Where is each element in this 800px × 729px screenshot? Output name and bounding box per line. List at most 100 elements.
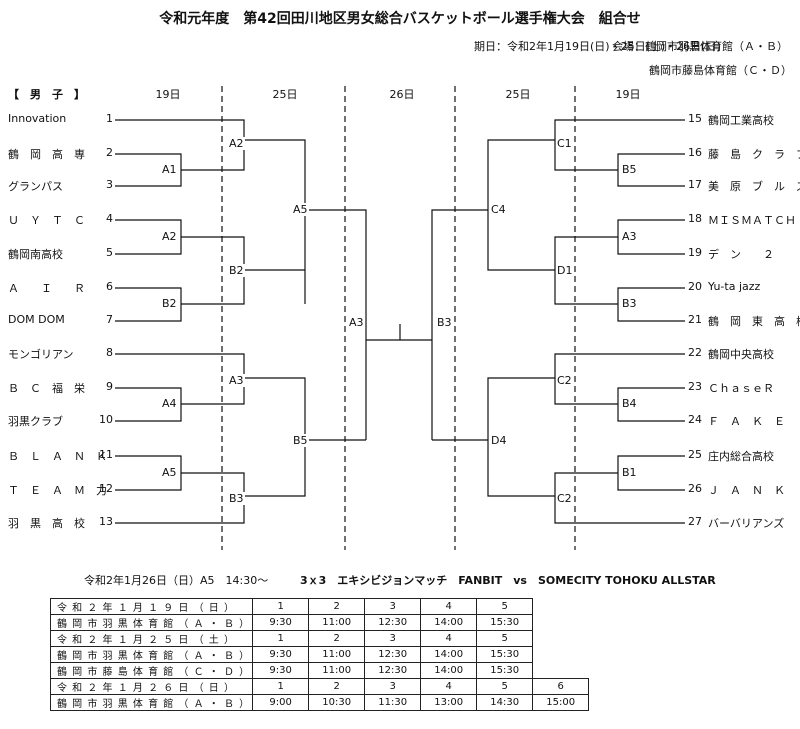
slot-time: 15:00 — [532, 694, 590, 711]
team-name: 美 原 ブ ル ズ — [708, 180, 800, 193]
team-number: 12 — [99, 482, 113, 495]
match-label: B2 — [228, 264, 245, 277]
match-label: B5 — [621, 163, 638, 176]
team-number: 11 — [99, 448, 113, 461]
team-number: 21 — [688, 313, 702, 326]
team-name: 鶴岡南高校 — [8, 248, 63, 261]
team-number: 4 — [106, 212, 113, 225]
day-header: 26日 — [389, 88, 415, 101]
slot-number: 5 — [476, 678, 534, 695]
team-name: モンゴリアン — [8, 348, 74, 361]
team-name: ＭＩＳＭＡＴＣＨ — [708, 214, 796, 227]
team-number: 13 — [99, 515, 113, 528]
team-number: 10 — [99, 413, 113, 426]
slot-number: 2 — [308, 678, 366, 695]
slot-number: 1 — [252, 598, 310, 615]
slot-number: 6 — [532, 678, 590, 695]
team-name: Innovation — [8, 112, 67, 125]
slot-time: 11:30 — [364, 694, 422, 711]
slot-number: 5 — [476, 630, 534, 647]
exhibition-date: 令和2年1月26日（日）A5 14:30〜 — [84, 574, 269, 587]
match-label: A2 — [228, 137, 245, 150]
section-heading: 【 男 子 】 — [8, 88, 85, 101]
team-number: 20 — [688, 280, 702, 293]
team-name: Ｆ Ａ Ｋ Ｅ — [708, 415, 785, 428]
exhibition-title: 3ｘ3 エキシビジョンマッチ FANBIT vs SOMECITY TOHOKU… — [300, 574, 716, 587]
team-number: 16 — [688, 146, 702, 159]
match-label: D4 — [490, 434, 508, 447]
day-header: 19日 — [615, 88, 641, 101]
slot-number: 5 — [476, 598, 534, 615]
team-name: Ｔ Ｅ Ａ Ｍ 力 — [8, 484, 107, 497]
team-name: Ｂ Ｃ 福 栄 — [8, 382, 85, 395]
venue-primary: 会場：鶴岡市羽黒体育館（Ａ・Ｂ） — [612, 40, 788, 53]
schedule-row-label: 鶴 岡 市 羽 黒 体 育 館 （ Ａ ・ Ｂ ） — [49, 694, 254, 711]
page-title: 令和元年度 第42回田川地区男女総合バスケットボール選手権大会 組合せ — [159, 11, 641, 27]
match-label: A4 — [161, 397, 178, 410]
team-name: Yu-ta jazz — [708, 280, 761, 293]
slot-time: 9:00 — [252, 694, 310, 711]
slot-time: 10:30 — [308, 694, 366, 711]
match-label: C4 — [490, 203, 507, 216]
day-header: 19日 — [155, 88, 181, 101]
team-name: Ｕ Ｙ Ｔ Ｃ — [8, 214, 85, 227]
team-name: ＣｈａｓｅＲ — [708, 382, 774, 395]
match-label: A3 — [348, 316, 365, 329]
slot-time: 15:30 — [476, 614, 534, 631]
team-name: 鶴岡中央高校 — [708, 348, 774, 361]
team-number: 6 — [106, 280, 113, 293]
match-label: D1 — [556, 264, 574, 277]
dates-text: 期日：令和2年1月19日(日)・25日(土)・26日(日) — [474, 40, 721, 53]
slot-number: 1 — [252, 678, 310, 695]
team-number: 9 — [106, 380, 113, 393]
slot-number: 1 — [252, 630, 310, 647]
match-label: B5 — [292, 434, 309, 447]
slot-time: 15:30 — [476, 646, 534, 663]
team-number: 24 — [688, 413, 702, 426]
match-label: C2 — [556, 492, 573, 505]
team-number: 5 — [106, 246, 113, 259]
team-name: 鶴岡工業高校 — [708, 114, 774, 127]
schedule-row-label: 鶴 岡 市 羽 黒 体 育 館 （ Ａ ・ Ｂ ） — [49, 646, 254, 663]
team-number: 25 — [688, 448, 702, 461]
schedule-row-label: 鶴 岡 市 羽 黒 体 育 館 （ Ａ ・ Ｂ ） — [49, 614, 254, 631]
team-number: 1 — [106, 112, 113, 125]
team-number: 15 — [688, 112, 702, 125]
match-label: A5 — [161, 466, 178, 479]
team-number: 22 — [688, 346, 702, 359]
slot-time: 14:00 — [420, 662, 478, 679]
slot-number: 4 — [420, 678, 478, 695]
team-name: Ｊ Ａ Ｎ Ｋ — [708, 484, 785, 497]
tournament-bracket — [115, 86, 685, 550]
slot-time: 9:30 — [252, 614, 310, 631]
team-name: Ａ Ｉ Ｒ — [8, 282, 85, 295]
match-label: B2 — [161, 297, 178, 310]
match-label: A3 — [621, 230, 638, 243]
team-name: 藤 島 ク ラ ブ — [708, 148, 800, 161]
match-label: B4 — [621, 397, 638, 410]
team-number: 8 — [106, 346, 113, 359]
match-label: B3 — [621, 297, 638, 310]
slot-time: 15:30 — [476, 662, 534, 679]
slot-time: 12:30 — [364, 662, 422, 679]
team-number: 3 — [106, 178, 113, 191]
slot-number: 3 — [364, 598, 422, 615]
team-name: 羽黒クラブ — [8, 415, 63, 428]
team-name: 庄内総合高校 — [708, 450, 774, 463]
team-name: グランパス — [8, 180, 63, 193]
team-name: 鶴 岡 高 専 — [8, 148, 85, 161]
slot-time: 11:00 — [308, 646, 366, 663]
match-label: C2 — [556, 374, 573, 387]
slot-time: 12:30 — [364, 646, 422, 663]
slot-time: 13:00 — [420, 694, 478, 711]
team-name: 鶴 岡 東 高 校 — [708, 315, 800, 328]
team-number: 26 — [688, 482, 702, 495]
team-number: 27 — [688, 515, 702, 528]
match-label: C1 — [556, 137, 573, 150]
